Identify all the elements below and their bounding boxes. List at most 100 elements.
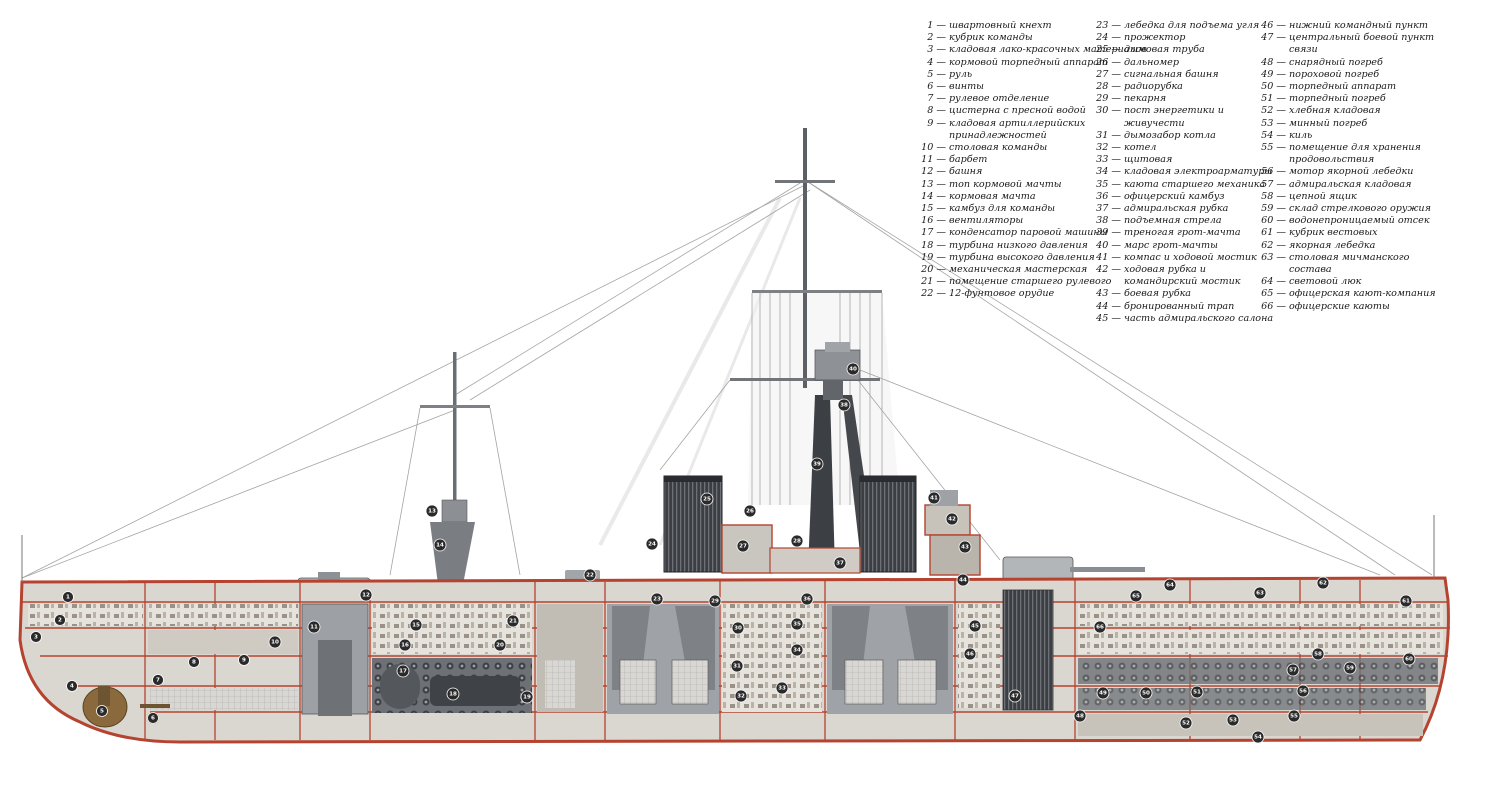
- callout-marker-number: 27: [739, 543, 747, 549]
- legend-item-label: дымозабор котла: [1124, 129, 1216, 141]
- legend-item-label: пост энергетики и живучести: [1124, 105, 1224, 129]
- legend-item: 23 —лебедка для подъема угля: [1095, 20, 1275, 32]
- legend-item-number: 55 —: [1261, 142, 1286, 154]
- callout-marker: 35: [790, 617, 804, 631]
- legend-item-label: вентиляторы: [949, 215, 1024, 227]
- callout-marker-number: 22: [586, 572, 594, 578]
- legend-item-number: 63 —: [1261, 251, 1286, 263]
- callout-marker: 39: [810, 457, 824, 471]
- legend-item-label: барбет: [949, 154, 988, 166]
- callout-marker-circle: [54, 614, 66, 626]
- callout-marker: 66: [1093, 620, 1107, 634]
- callout-marker: 54: [1251, 730, 1265, 744]
- callout-marker-circle: [1251, 730, 1265, 744]
- legend-item-label: световой люк: [1289, 276, 1362, 288]
- callout-marker-number: 13: [428, 508, 436, 514]
- callout-marker: 28: [790, 534, 804, 548]
- callout-marker-number: 38: [840, 402, 848, 408]
- callout-marker-number: 44: [959, 577, 967, 583]
- legend-item-number: 5 —: [927, 68, 946, 80]
- legend-item: 41 —компас и ходовой мостик: [1095, 252, 1275, 264]
- callout-marker-number: 34: [793, 647, 801, 653]
- callout-marker: 2: [54, 614, 66, 626]
- legend-item-label: дымовая труба: [1124, 44, 1205, 56]
- legend-item-number: 32 —: [1096, 142, 1121, 154]
- legend-item: 29 —пекарня: [1095, 93, 1275, 105]
- callout-marker-number: 33: [778, 685, 786, 691]
- legend-item-label: лебедка для подъема угля: [1124, 20, 1260, 31]
- callout-marker: 32: [734, 689, 748, 703]
- callout-marker-number: 17: [399, 668, 407, 674]
- rigging: [21, 179, 1433, 579]
- callout-marker: 60: [1402, 652, 1416, 666]
- legend-item-label: винты: [949, 81, 984, 93]
- legend-item-number: 39 —: [1096, 227, 1121, 239]
- callout-marker: 46: [963, 647, 977, 661]
- legend-item-number: 58 —: [1261, 190, 1286, 202]
- legend-item-label: турбина низкого давления: [949, 239, 1088, 251]
- legend-item: 61 —кубрик вестовых: [1260, 227, 1500, 239]
- legend-item-number: 43 —: [1096, 288, 1121, 300]
- legend-item-number: 51 —: [1261, 93, 1286, 105]
- callout-marker: 17: [396, 664, 410, 678]
- callout-marker: 34: [790, 643, 804, 657]
- callout-marker-circle: [790, 617, 804, 631]
- callout-marker-number: 15: [412, 622, 420, 628]
- legend-item: 42 —ходовая рубка и командирский мостик: [1095, 264, 1275, 288]
- callout-marker: 57: [1286, 663, 1300, 677]
- callout-marker-circle: [790, 534, 804, 548]
- legend-item-number: 14 —: [921, 190, 946, 202]
- callout-marker-circle: [730, 659, 744, 673]
- callout-marker-number: 25: [703, 496, 711, 502]
- callout-marker-circle: [425, 504, 439, 518]
- legend-item: 31 —дымозабор котла: [1095, 130, 1275, 142]
- legend-item-label: помещение старшего рулевого: [949, 276, 1112, 288]
- legend-item: 45 —часть адмиральского салона: [1095, 313, 1275, 325]
- legend-item: 32 —котел: [1095, 142, 1275, 154]
- legend-item: 35 —каюта старшего механика: [1095, 179, 1275, 191]
- legend-item: 36 —офицерский камбуз: [1095, 191, 1275, 203]
- legend-item-label: офицерская кают-компания: [1289, 288, 1436, 300]
- legend-item: 63 —столовая мичманского состава: [1260, 252, 1500, 276]
- callout-marker: 21: [506, 614, 520, 628]
- legend-item: 44 —бронированный трап: [1095, 301, 1275, 313]
- callout-marker: 1: [62, 591, 74, 603]
- legend-item: 53 —минный погреб: [1260, 118, 1500, 130]
- callout-marker-number: 1: [66, 594, 70, 600]
- callout-marker: 58: [1311, 647, 1325, 661]
- hull: [18, 576, 1450, 744]
- callout-marker: 30: [731, 621, 745, 635]
- legend-item: 6 —винты: [920, 81, 1155, 93]
- legend-item-label: торпедный погреб: [1289, 93, 1386, 105]
- callout-marker: 12: [359, 588, 373, 602]
- staffs: [21, 515, 1435, 582]
- callout-marker-circle: [743, 504, 757, 518]
- legend-item: 56 —мотор якорной лебедки: [1260, 166, 1500, 178]
- callout-marker: 18: [446, 687, 460, 701]
- legend-item: 54 —киль: [1260, 130, 1500, 142]
- callout-marker-circle: [1402, 652, 1416, 666]
- legend-item-number: 41 —: [1096, 251, 1121, 263]
- callout-marker: 45: [968, 619, 982, 633]
- callout-marker: 56: [1296, 684, 1310, 698]
- callout-marker: 47: [1008, 689, 1022, 703]
- callout-marker-number: 61: [1402, 598, 1410, 604]
- callout-marker: 22: [583, 568, 597, 582]
- callout-marker-circle: [1096, 686, 1110, 700]
- callout-marker-number: 40: [849, 366, 857, 372]
- legend-item-label: адмиральская кладовая: [1289, 178, 1412, 190]
- legend-item: 51 —торпедный погреб: [1260, 93, 1500, 105]
- callout-marker-circle: [700, 492, 714, 506]
- legend-item-label: кормовой торпедный аппарат: [949, 56, 1109, 68]
- callout-marker: 53: [1226, 713, 1240, 727]
- legend-item-number: 10 —: [921, 142, 946, 154]
- callout-marker: 50: [1139, 686, 1153, 700]
- callout-marker-circle: [1190, 685, 1204, 699]
- legend-item-label: швартовный кнехт: [949, 20, 1052, 31]
- callout-marker-circle: [96, 705, 108, 717]
- callout-marker-circle: [731, 621, 745, 635]
- legend-item: 16 —вентиляторы: [920, 215, 1155, 227]
- legend-item: 24 —прожектор: [1095, 32, 1275, 44]
- callout-marker: 26: [743, 504, 757, 518]
